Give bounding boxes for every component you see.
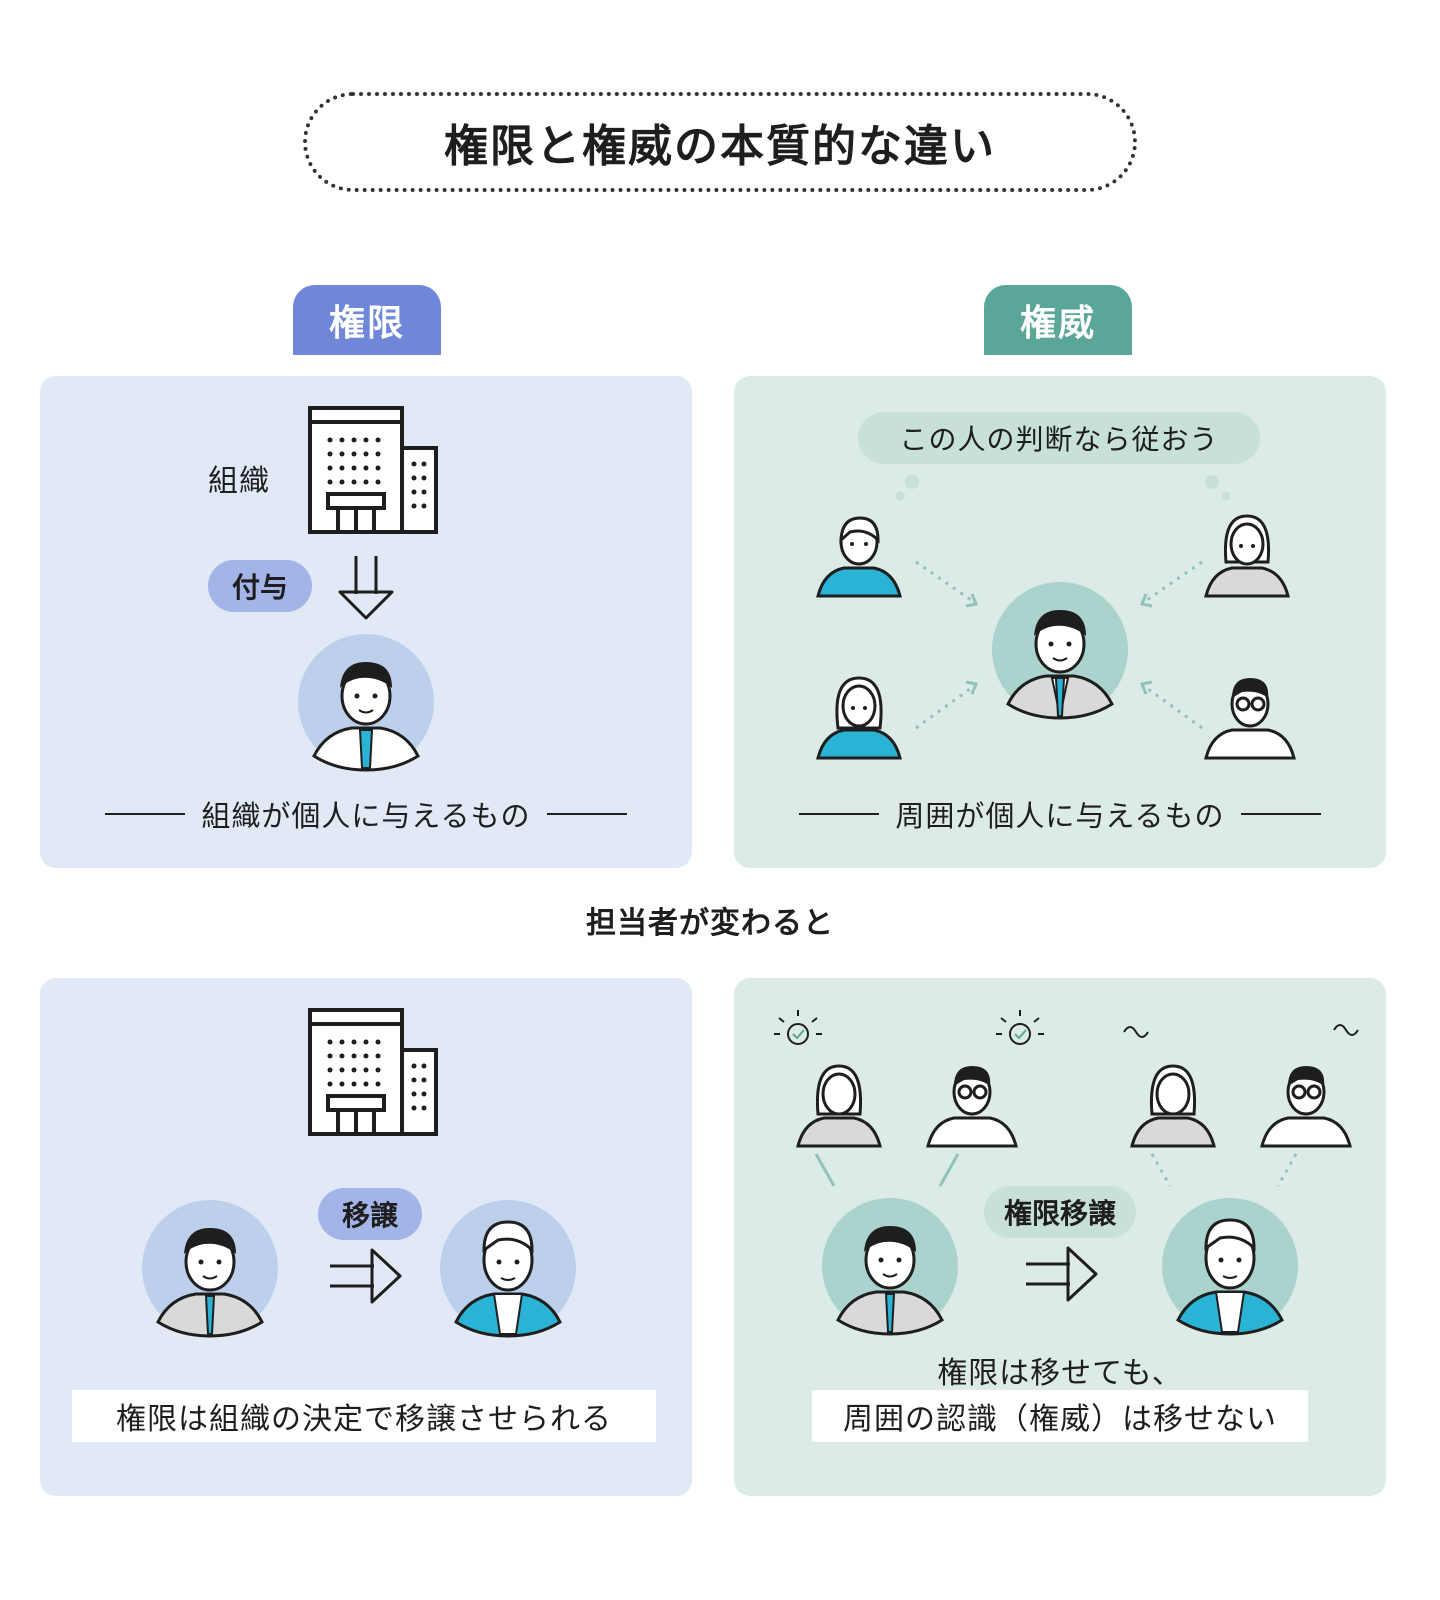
follower-woman-1: [814, 506, 904, 598]
tab-authority: 権限: [293, 285, 441, 355]
authority-panel: 組織 付与 組織が個人に与えるもの: [40, 376, 692, 868]
prestige-caption-text: 周囲が個人に与えるもの: [895, 793, 1224, 835]
transfer-panel: 移譲 権限は組織の決定で移譲させられる: [40, 978, 692, 1496]
caption-rule-left: [105, 813, 185, 815]
previous-holder-avatar: [140, 1198, 280, 1338]
recognition-caption-line2: 周囲の認識（権威）は移せない: [812, 1390, 1308, 1442]
tab-prestige: 権威: [984, 285, 1132, 355]
middle-heading-text: 担当者が変わると: [586, 898, 834, 942]
down-arrow-icon: [336, 554, 396, 622]
prestige-caption: 周囲が個人に与えるもの: [734, 794, 1386, 834]
page-title: 権限と権威の本質的な違い: [303, 92, 1137, 192]
follower-woman-3: [814, 668, 904, 760]
right-arrow-icon: [1024, 1244, 1100, 1304]
building-icon: [308, 1006, 440, 1136]
grant-badge: 付与: [208, 560, 312, 612]
caption-rule-left: [799, 813, 879, 815]
recognition-caption-line1: 権限は移せても、: [734, 1348, 1386, 1392]
new-holder-avatar: [438, 1198, 578, 1338]
transfer-caption: 権限は組織の決定で移譲させられる: [72, 1390, 656, 1442]
authority-caption: 組織が個人に与えるもの: [40, 794, 692, 834]
prestige-panel: この人の判断なら従おう: [734, 376, 1386, 868]
new-leader-avatar: [1160, 1196, 1300, 1336]
right-arrow-icon: [328, 1246, 404, 1306]
building-icon: [308, 404, 440, 534]
transfer-badge: 移譲: [318, 1188, 422, 1240]
org-label: 組織: [208, 456, 270, 500]
authority-caption-text: 組織が個人に与えるもの: [201, 793, 530, 835]
person-avatar: [296, 632, 436, 772]
recognition-panel: 権限移譲 権限は移せても、 周囲の認識（権威）は移せない: [734, 978, 1386, 1496]
previous-leader-avatar: [820, 1196, 960, 1336]
authority-transfer-badge: 権限移譲: [984, 1186, 1136, 1238]
caption-rule-right: [1241, 813, 1321, 815]
follower-man-glasses: [1202, 668, 1298, 760]
leader-avatar: [990, 580, 1130, 720]
middle-heading: 担当者が変わると: [570, 898, 850, 946]
caption-rule-right: [547, 813, 627, 815]
follower-woman-2: [1202, 506, 1292, 598]
